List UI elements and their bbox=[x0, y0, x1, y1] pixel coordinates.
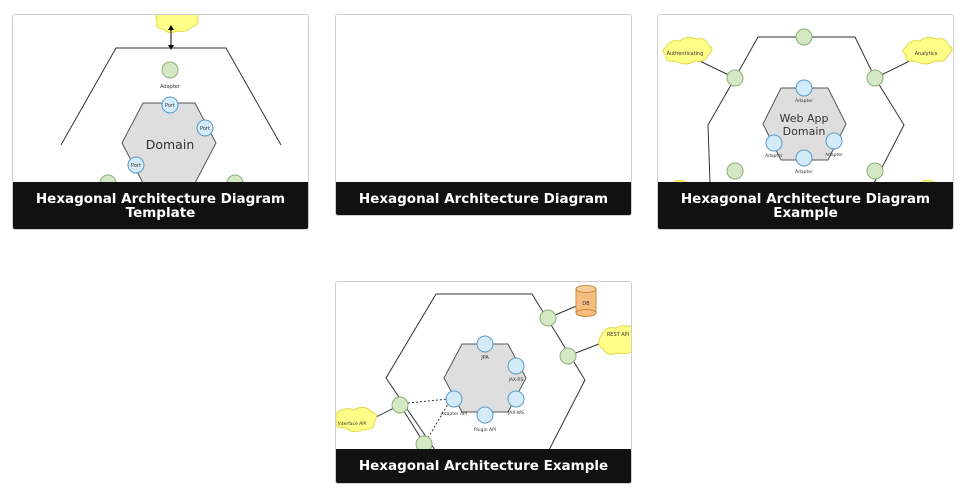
card-title: Hexagonal Architecture Diagram Template bbox=[13, 182, 308, 229]
hexagon-example-preview: DB REST API Interface API JPA JAX-RS JAX… bbox=[336, 285, 631, 450]
svg-text:Port: Port bbox=[131, 163, 141, 169]
svg-text:Plugin API: Plugin API bbox=[474, 427, 496, 433]
db-label: DB bbox=[582, 301, 590, 307]
svg-text:Adapter API: Adapter API bbox=[441, 411, 467, 417]
svg-text:Adapter: Adapter bbox=[795, 169, 813, 175]
svg-text:Adapter: Adapter bbox=[825, 152, 843, 158]
card-thumbnail: DB REST API Interface API JPA JAX-RS JAX… bbox=[336, 282, 631, 450]
card-title: Hexagonal Architecture Diagram Example bbox=[658, 182, 953, 229]
svg-text:JAX-RS: JAX-RS bbox=[508, 377, 524, 383]
svg-text:Adapter: Adapter bbox=[795, 98, 813, 104]
card-title: Hexagonal Architecture Example bbox=[336, 449, 631, 483]
svg-text:JPA: JPA bbox=[480, 355, 489, 361]
domain-line2: Domain bbox=[783, 125, 826, 138]
card-thumbnail: Adapter Domain Port Port Port bbox=[13, 15, 308, 183]
template-card-hexagonal-architecture-diagram[interactable]: Hexagonal Architecture Diagram bbox=[335, 14, 632, 216]
svg-text:Port: Port bbox=[200, 126, 210, 132]
hexagon-diagram-preview: Adapter Domain Port Port Port bbox=[60, 15, 282, 183]
card-title: Hexagonal Architecture Diagram bbox=[336, 182, 631, 215]
adapter-label: Adapter bbox=[160, 84, 181, 90]
domain-label: Domain bbox=[146, 137, 195, 152]
domain-line1: Web App bbox=[780, 112, 829, 125]
card-thumbnail-blank bbox=[336, 15, 631, 183]
svg-text:Adapter: Adapter bbox=[765, 153, 783, 159]
cloud-right-label: Analytics bbox=[915, 51, 938, 57]
web-app-hexagon-preview: Authenticating Analytics Web App Domain … bbox=[662, 28, 953, 183]
template-card-hexagonal-architecture-diagram-example[interactable]: Authenticating Analytics Web App Domain … bbox=[657, 14, 954, 230]
rest-api-label: REST API bbox=[607, 332, 629, 338]
template-card-hexagonal-architecture-diagram-template[interactable]: Adapter Domain Port Port Port Hexagonal … bbox=[12, 14, 309, 230]
cloud-left-label: Authenticating bbox=[667, 51, 704, 57]
card-thumbnail: Authenticating Analytics Web App Domain … bbox=[658, 15, 953, 183]
svg-text:JAX-WS: JAX-WS bbox=[507, 410, 524, 416]
svg-text:Port: Port bbox=[165, 103, 175, 109]
template-card-hexagonal-architecture-example[interactable]: DB REST API Interface API JPA JAX-RS JAX… bbox=[335, 281, 632, 484]
interface-api-label: Interface API bbox=[338, 421, 367, 427]
